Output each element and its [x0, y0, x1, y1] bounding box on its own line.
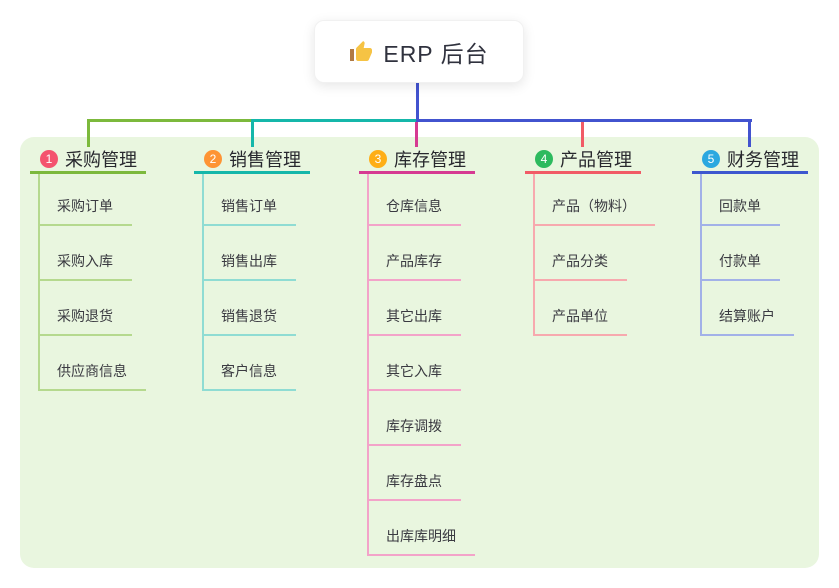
child-label: 其它入库: [386, 363, 442, 379]
branch-number-badge: 2: [204, 150, 222, 168]
branch-number-badge: 1: [40, 150, 58, 168]
child-label: 产品分类: [552, 253, 608, 269]
child-node[interactable]: 出库库明细: [369, 501, 475, 556]
child-node[interactable]: 销售出库: [204, 226, 296, 281]
child-node[interactable]: 回款单: [702, 174, 780, 226]
branch-children: 采购订单采购入库采购退货供应商信息: [38, 174, 146, 391]
child-node[interactable]: 结算账户: [702, 281, 794, 336]
child-label: 产品（物料）: [552, 198, 636, 214]
connector-line: [87, 119, 90, 147]
child-node[interactable]: 库存盘点: [369, 446, 461, 501]
branch-children: 回款单付款单结算账户: [700, 174, 794, 336]
child-label: 产品库存: [386, 253, 442, 269]
connector-line: [416, 83, 419, 122]
connector-line: [251, 119, 418, 122]
branch-node[interactable]: 3 库存管理: [359, 147, 475, 174]
branch-node[interactable]: 5 财务管理: [692, 147, 808, 174]
branch-label: 库存管理: [394, 150, 466, 170]
child-node[interactable]: 采购入库: [40, 226, 132, 281]
mindmap-panel: [20, 137, 819, 568]
branch-number-badge: 4: [535, 150, 553, 168]
child-node[interactable]: 仓库信息: [369, 174, 461, 226]
branch-4: 4 产品管理产品（物料） 产品分类产品单位: [525, 147, 655, 336]
branch-node[interactable]: 2 销售管理: [194, 147, 310, 174]
child-label: 回款单: [719, 198, 761, 214]
child-label: 采购退货: [57, 308, 113, 324]
branch-label: 采购管理: [65, 150, 137, 170]
child-label: 结算账户: [719, 308, 775, 324]
child-label: 销售订单: [221, 198, 277, 214]
child-node[interactable]: 销售订单: [204, 174, 296, 226]
child-label: 产品单位: [552, 308, 608, 324]
connector-line: [581, 119, 584, 147]
connector-line: [415, 119, 418, 147]
branch-number-badge: 3: [369, 150, 387, 168]
connector-line: [416, 119, 752, 122]
branch-number-badge: 5: [702, 150, 720, 168]
root-label: ERP 后台: [383, 40, 489, 67]
child-label: 出库库明细: [386, 528, 456, 544]
branch-node[interactable]: 4 产品管理: [525, 147, 641, 174]
child-node[interactable]: 采购订单: [40, 174, 132, 226]
thumbs-up-icon: [350, 40, 373, 61]
branch-node[interactable]: 1 采购管理: [30, 147, 146, 174]
child-node[interactable]: 库存调拨: [369, 391, 461, 446]
branch-1: 1 采购管理采购订单采购入库采购退货供应商信息: [30, 147, 146, 391]
branch-label: 销售管理: [229, 150, 301, 170]
child-label: 库存调拨: [386, 418, 442, 434]
branch-children: 销售订单销售出库销售退货客户信息: [202, 174, 296, 391]
child-node[interactable]: 客户信息: [204, 336, 296, 391]
branch-children: 产品（物料） 产品分类产品单位: [533, 174, 655, 336]
branch-2: 2 销售管理销售订单销售出库销售退货客户信息: [194, 147, 310, 391]
branch-5: 5 财务管理回款单付款单结算账户: [692, 147, 808, 336]
child-node[interactable]: 产品单位: [535, 281, 627, 336]
connector-line: [251, 119, 254, 147]
child-node[interactable]: 采购退货: [40, 281, 132, 336]
child-node[interactable]: 其它入库: [369, 336, 461, 391]
root-node[interactable]: ERP 后台: [314, 20, 524, 83]
child-node[interactable]: 销售退货: [204, 281, 296, 336]
child-label: 采购订单: [57, 198, 113, 214]
child-node[interactable]: 产品库存: [369, 226, 461, 281]
child-label: 其它出库: [386, 308, 442, 324]
branch-label: 产品管理: [560, 150, 632, 170]
child-label: 供应商信息: [57, 363, 127, 379]
child-label: 仓库信息: [386, 198, 442, 214]
connector-line: [87, 119, 253, 122]
connector-line: [748, 119, 751, 147]
child-label: 销售退货: [221, 308, 277, 324]
child-node[interactable]: 其它出库: [369, 281, 461, 336]
child-label: 客户信息: [221, 363, 277, 379]
child-node[interactable]: 产品（物料）: [535, 174, 655, 226]
branch-label: 财务管理: [727, 150, 799, 170]
child-label: 库存盘点: [386, 473, 442, 489]
child-node[interactable]: 付款单: [702, 226, 780, 281]
child-label: 销售出库: [221, 253, 277, 269]
child-label: 付款单: [719, 253, 761, 269]
child-node[interactable]: 供应商信息: [40, 336, 146, 391]
child-node[interactable]: 产品分类: [535, 226, 627, 281]
branch-children: 仓库信息产品库存其它出库其它入库库存调拨库存盘点出库库明细: [367, 174, 475, 556]
child-label: 采购入库: [57, 253, 113, 269]
branch-3: 3 库存管理仓库信息产品库存其它出库其它入库库存调拨库存盘点出库库明细: [359, 147, 475, 556]
